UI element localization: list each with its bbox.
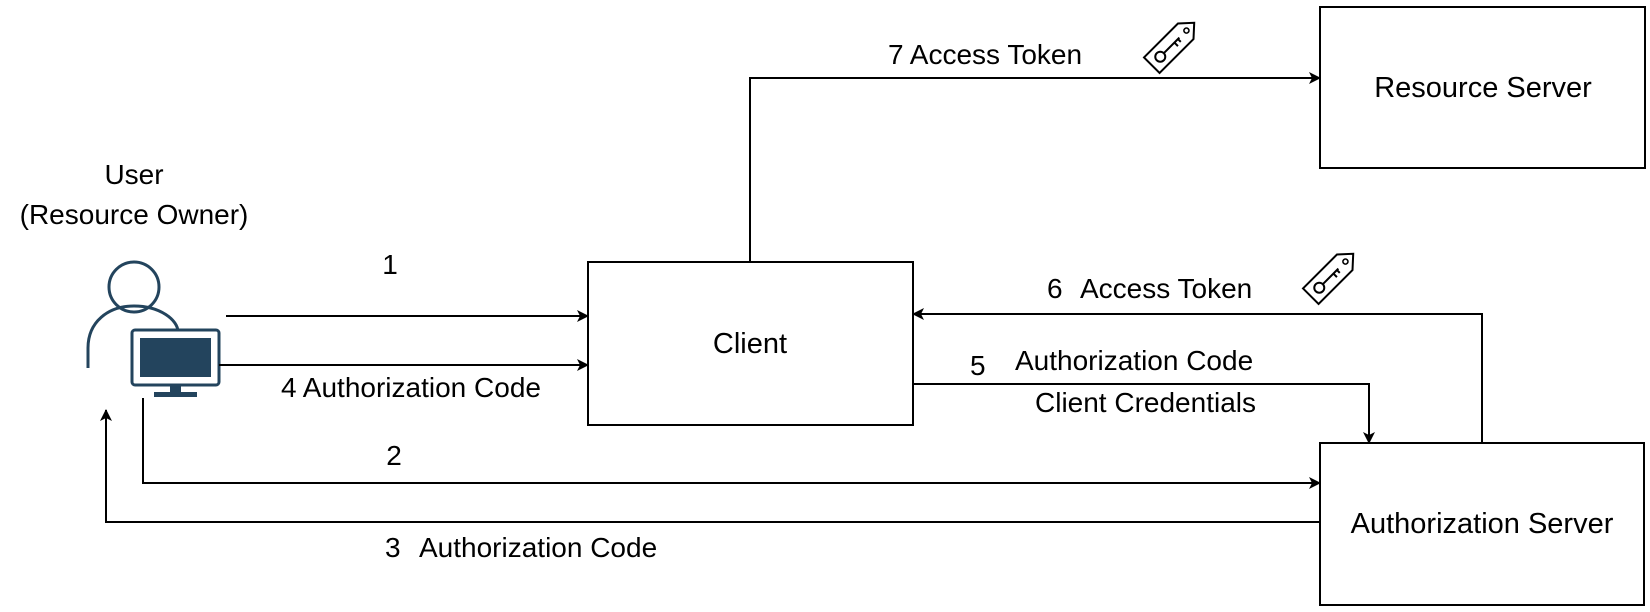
authorization-server-label: Authorization Server xyxy=(1351,508,1614,540)
client-node: Client xyxy=(587,261,914,426)
edge-step2 xyxy=(142,398,1321,489)
key-tag-icon xyxy=(1301,252,1355,306)
edge-step3 xyxy=(100,409,1320,523)
edge-step1-label: 1 xyxy=(382,249,398,280)
edge-step3-number: 3 xyxy=(385,532,401,563)
client-label: Client xyxy=(713,328,787,360)
edge-step5-label-line1: Authorization Code xyxy=(1015,345,1253,376)
actor-label-line2: (Resource Owner) xyxy=(20,199,249,230)
edge-step2-label: 2 xyxy=(386,440,402,471)
resource-server-label: Resource Server xyxy=(1374,72,1592,104)
edge-step7 xyxy=(749,72,1321,262)
authorization-server-node: Authorization Server xyxy=(1319,442,1645,606)
edge-step5-number: 5 xyxy=(970,350,986,381)
key-tag-icon xyxy=(1142,21,1196,75)
edge-step6 xyxy=(912,308,1483,443)
user-with-monitor-icon xyxy=(86,260,221,397)
edge-step6-number: 6 xyxy=(1047,273,1063,304)
edge-step3-label: Authorization Code xyxy=(419,532,657,563)
actor-label-line1: User xyxy=(104,159,163,190)
edge-step4-label: 4 Authorization Code xyxy=(281,372,541,403)
edge-step5-label-line2: Client Credentials xyxy=(1035,387,1256,418)
edge-step6-label: Access Token xyxy=(1080,273,1252,304)
resource-server-node: Resource Server xyxy=(1319,6,1646,169)
edge-step5 xyxy=(913,383,1375,444)
edge-step7-label: 7 Access Token xyxy=(888,39,1082,70)
